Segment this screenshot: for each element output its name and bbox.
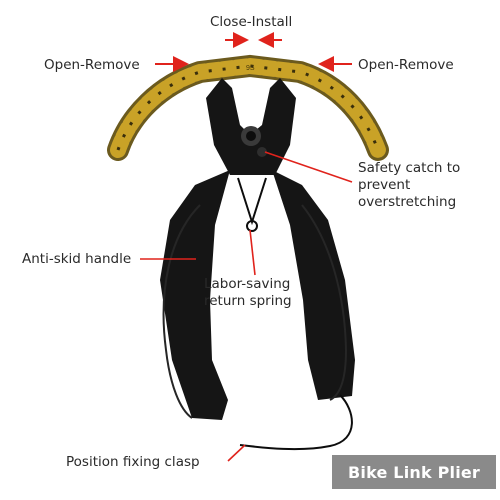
open-remove-right-label: Open-Remove xyxy=(358,57,454,73)
bike-chain: 9S xyxy=(107,54,389,161)
plier-handles xyxy=(151,170,355,420)
chain-marking: 9S xyxy=(246,65,255,72)
safety-catch xyxy=(257,147,267,157)
open-remove-left-label: Open-Remove xyxy=(44,57,140,73)
plier-head xyxy=(206,78,296,175)
return-spring xyxy=(237,177,267,232)
fixing-clasp xyxy=(239,394,353,451)
anti-skid-handle-label: Anti-skid handle xyxy=(22,251,132,267)
product-title-badge: Bike Link Plier xyxy=(332,455,496,489)
close-install-label: Close-Install xyxy=(210,14,293,30)
fixing-clasp-label: Position fixing clasp xyxy=(66,454,200,470)
safety-catch-label: Safety catch to prevent overstretching xyxy=(358,160,461,210)
product-title: Bike Link Plier xyxy=(347,462,481,482)
callout-arrows xyxy=(140,32,353,462)
return-spring-label: Labor-saving return spring xyxy=(204,276,292,309)
